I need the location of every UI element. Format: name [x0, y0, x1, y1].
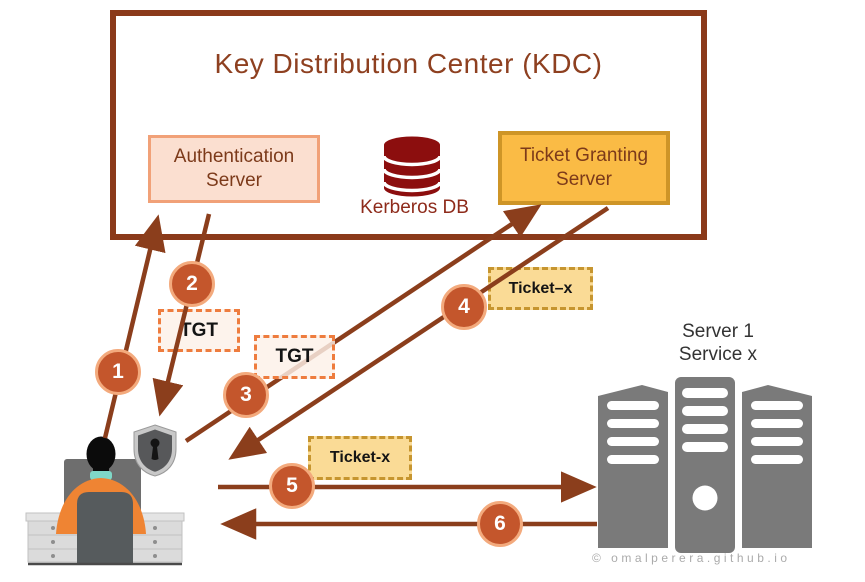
tgt-chip-1: TGT — [158, 309, 240, 352]
user-at-computer-icon — [25, 436, 185, 566]
authentication-server-label-line1: Authentication — [173, 146, 295, 167]
server-rack-icon — [598, 377, 812, 553]
kdc-title: Key Distribution Center (KDC) — [214, 48, 603, 79]
watermark-credit: © omalperera.github.io — [592, 551, 791, 565]
authentication-server-box: Authentication Server — [148, 135, 320, 203]
step-circle-5: 5 — [269, 463, 315, 509]
tgt-chip-2: TGT — [254, 335, 335, 379]
step-circle-1: 1 — [95, 349, 141, 395]
shield-lock-icon — [133, 424, 177, 477]
step-circle-6: 6 — [477, 501, 523, 547]
ticket-x-chip-1: Ticket–x — [488, 267, 593, 310]
service-server-label-line1: Server 1 — [682, 321, 754, 342]
arrow-step-4 — [228, 206, 610, 460]
service-server-label-line2: Service x — [678, 344, 758, 365]
kerberos-db-label: Kerberos DB — [360, 197, 469, 218]
database-icon — [382, 136, 442, 197]
step-circle-3: 3 — [223, 372, 269, 418]
tgs-label-line2: Server — [556, 169, 612, 190]
step-circle-4: 4 — [441, 284, 487, 330]
service-server-label: Server 1 Service x — [638, 320, 798, 366]
arrow-step-1 — [102, 214, 166, 439]
authentication-server-label-line2: Server — [206, 170, 262, 191]
ticket-x-chip-2: Ticket-x — [308, 436, 412, 480]
step-circle-2: 2 — [169, 261, 215, 307]
tgs-label-line1: Ticket Granting — [519, 145, 649, 166]
ticket-granting-server-box: Ticket Granting Server — [498, 131, 670, 205]
